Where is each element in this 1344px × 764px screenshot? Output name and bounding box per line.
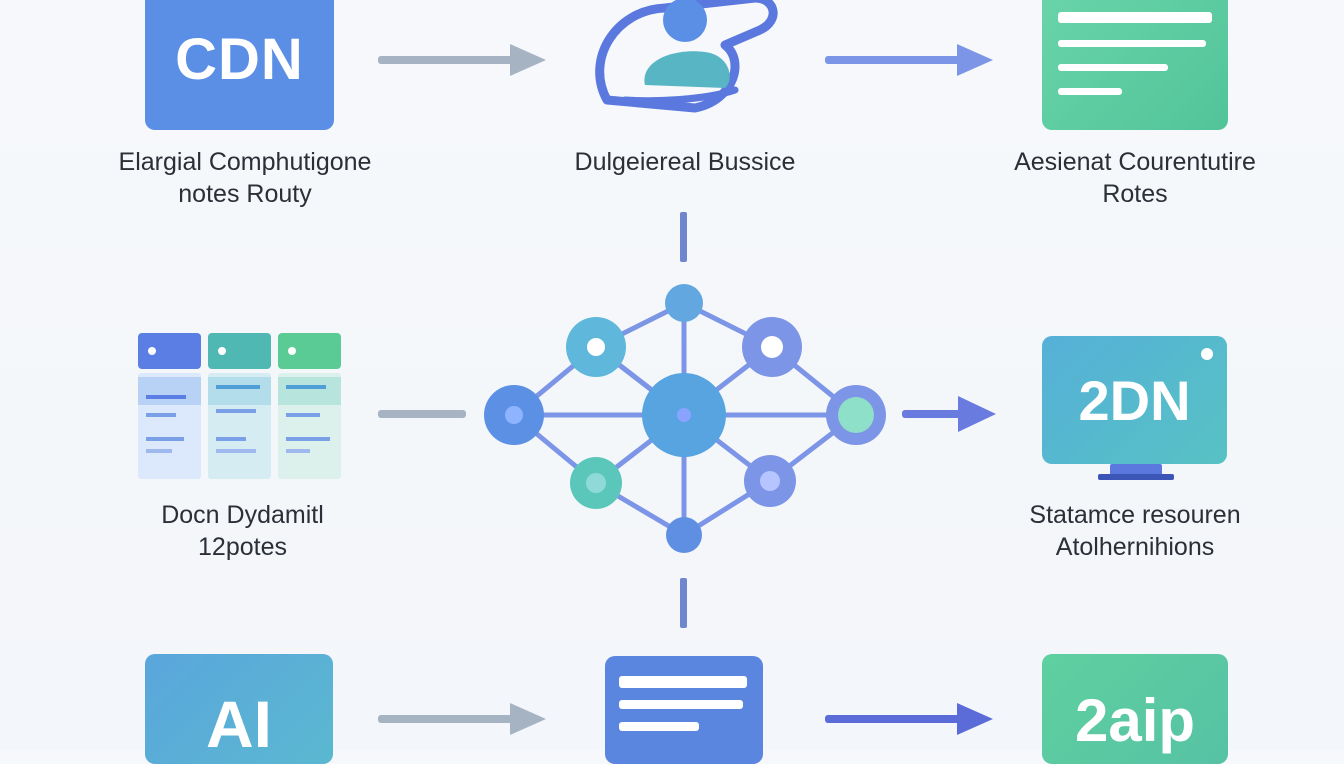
network-hub-icon — [484, 284, 886, 553]
cdn-tile-icon: CDN — [145, 0, 334, 130]
monitor-stand — [1110, 464, 1162, 476]
monitor-label: 2DN — [1078, 368, 1191, 432]
document-bottom-icon — [605, 656, 763, 764]
cdn-caption: Elargial Comphutigone notes Routy — [118, 148, 372, 208]
monitor-dot — [1201, 348, 1213, 360]
cdn-tile-label: CDN — [175, 26, 304, 92]
connector-line-left — [378, 410, 466, 418]
dashboard-table-icon — [138, 333, 341, 479]
arrow-hub-to-static — [902, 396, 996, 432]
business-caption: Dulgeiereal Bussice — [574, 148, 796, 176]
api-tile-label: 2aip — [1074, 687, 1196, 754]
document-icon — [1042, 0, 1228, 130]
user-shield-icon — [595, 0, 778, 113]
ai-tile-label: AI — [206, 687, 272, 761]
doc-line — [1058, 64, 1168, 71]
arrow-doc-to-api — [825, 703, 993, 735]
doc-line — [619, 700, 743, 709]
api-tile-icon: 2aip — [1042, 654, 1228, 764]
ai-tile-icon: AI — [145, 654, 333, 764]
content-routes-caption: Aesienat Courentutire Rotes — [1014, 148, 1256, 208]
doc-line — [619, 722, 699, 731]
dynamic-routes-caption: Docn Dydamitl 12potes — [161, 501, 324, 561]
doc-line — [619, 676, 747, 688]
arrow-cdn-to-business — [378, 44, 546, 76]
static-resources-caption: Statamce resouren Atolhernihions — [1029, 501, 1241, 561]
doc-line — [1058, 12, 1212, 23]
connector-dash-top — [680, 212, 687, 262]
doc-line — [1058, 40, 1206, 47]
arrow-ai-to-doc — [378, 703, 546, 735]
connector-dash-bottom — [680, 578, 687, 628]
doc-line — [1058, 88, 1122, 95]
monitor-base — [1098, 474, 1174, 480]
monitor-icon: 2DN — [1042, 336, 1227, 464]
arrow-business-to-content — [825, 44, 993, 76]
